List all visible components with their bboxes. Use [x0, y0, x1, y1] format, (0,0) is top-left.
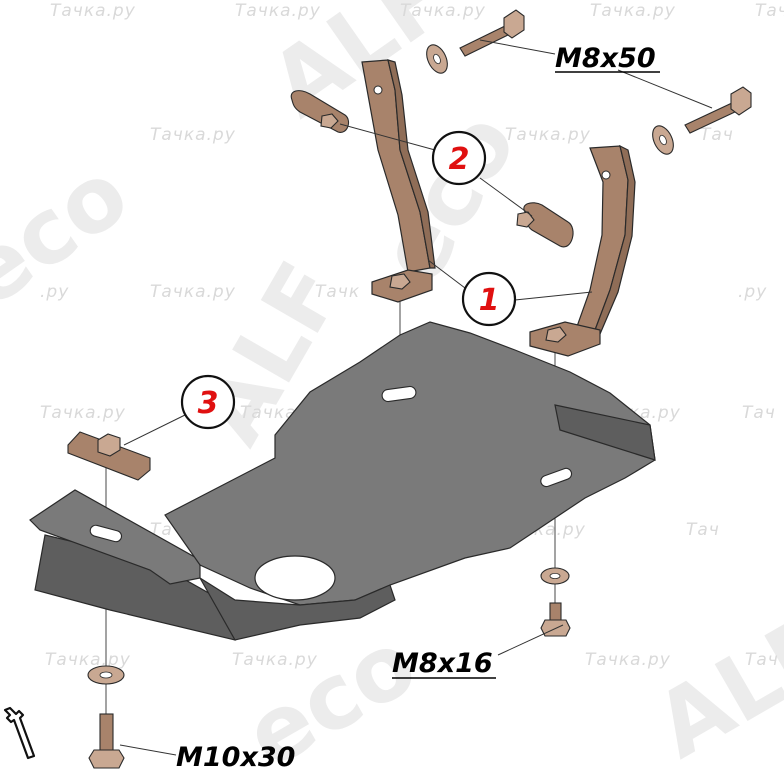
site-watermark: Тачка.ру — [50, 1, 136, 21]
site-watermark: Тачка.ру — [232, 650, 318, 670]
bracket-right-hole — [601, 170, 611, 180]
callout-1-circle — [461, 271, 517, 327]
callout-1: 1 — [461, 271, 517, 327]
bolt-top-left-head — [503, 9, 525, 39]
site-watermark: Тачка.ру — [400, 1, 486, 21]
washer-bottom-left-hole — [99, 671, 113, 679]
bolt-bottom-left — [87, 665, 125, 769]
callout-3: 3 — [180, 374, 236, 430]
bracket-right-arm — [574, 145, 629, 333]
bracket-left-edge — [387, 59, 436, 269]
plate-nut-lower — [516, 202, 574, 248]
site-watermark: Тачка.ру — [505, 125, 591, 145]
site-watermark-fragment: Тач — [700, 125, 734, 145]
label-bottom-left-bolt: M10x30 — [176, 742, 295, 773]
label-bottom-right-bolt: M8x16 — [392, 648, 493, 679]
site-watermark-fragment: .ру — [40, 282, 69, 302]
site-watermark-fragment: Тач — [686, 520, 720, 540]
site-watermark: Тачка.ру — [150, 125, 236, 145]
site-watermark: Тачка.ру — [235, 1, 321, 21]
bracket-left-nut — [389, 273, 411, 290]
plate-nut-upper-hex — [320, 113, 339, 129]
washer-top-right-hole — [659, 134, 667, 146]
site-watermark: Тачка.ру — [150, 282, 236, 302]
callout-2-circle — [431, 130, 487, 186]
washer-top-left-hole — [433, 53, 441, 65]
site-watermark-fragment: Тач — [755, 1, 784, 21]
site-watermark: Тачка.ру — [585, 650, 671, 670]
brand-watermark-bottom: ALF — [639, 594, 784, 773]
bolt-top-right-head — [730, 86, 752, 116]
plate-round-opening — [254, 555, 336, 601]
callout-3-number: 3 — [198, 386, 219, 421]
callout-2: 2 — [431, 130, 487, 186]
eco-watermark-left: eco — [0, 141, 147, 328]
bolt-bottom-left-shank — [99, 713, 114, 753]
label-top-bolt: M8x50 — [555, 43, 656, 74]
site-watermark-fragment: .ру — [738, 282, 767, 302]
callout-2-number: 2 — [449, 142, 470, 177]
mounting-plate-3-nut — [97, 433, 121, 457]
plate-slot-rear — [381, 385, 417, 403]
bracket-left — [361, 59, 436, 303]
bracket-right — [529, 144, 636, 357]
site-watermark: Тачка.ру — [45, 650, 131, 670]
plate-slot-right — [540, 467, 573, 488]
callout-3-circle — [180, 374, 236, 430]
site-watermark: Тачка.ру — [590, 1, 676, 21]
plate-right-flange — [554, 404, 656, 461]
site-watermark-fragment: Тач — [745, 650, 779, 670]
plate-front-fold — [199, 577, 396, 641]
bolt-bottom-right — [540, 567, 571, 637]
washer-bottom-right-hole — [549, 573, 561, 580]
plate-slot-left — [89, 524, 123, 543]
mounting-plate-3 — [67, 431, 151, 481]
site-watermark-fragment: Тачк — [315, 282, 360, 302]
leader-lines — [119, 39, 713, 756]
bracket-right-foot — [529, 321, 601, 357]
bracket-left-hole — [373, 85, 383, 95]
bracket-right-nut — [545, 326, 567, 343]
callout-1-number: 1 — [479, 283, 500, 318]
site-watermark-fragment: Тач — [742, 403, 776, 423]
bolt-bottom-left-head — [88, 749, 125, 769]
bolt-bottom-right-shank — [549, 602, 562, 622]
bolt-top-right — [652, 86, 752, 155]
plate-nut-lower-body — [523, 202, 574, 248]
skid-plate — [29, 321, 656, 641]
site-watermark: Тачка.ру — [40, 403, 126, 423]
fastener-labels: M8x50 M8x16 M10x30 — [176, 43, 660, 773]
wrench-icon — [3, 706, 36, 760]
